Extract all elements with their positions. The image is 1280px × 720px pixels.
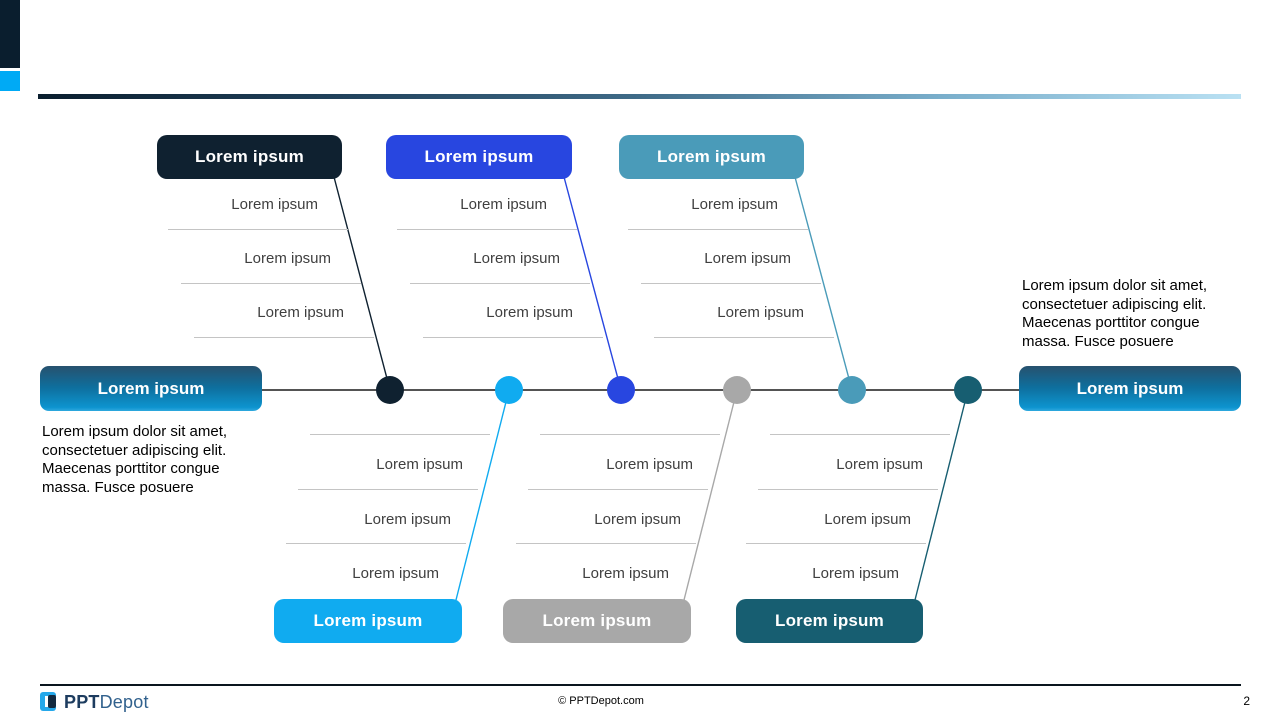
category-box-bottom-2: Lorem ipsum [503,599,691,643]
node-dot-1 [376,376,404,404]
brand-name: PPTDepot [64,692,149,713]
cause-row: Lorem ipsum [758,489,938,531]
description-left: Lorem ipsum dolor sit amet, consectetuer… [42,423,228,496]
category-box-top-2: Lorem ipsum [386,135,572,179]
node-dot-2 [495,376,523,404]
node-dot-4 [723,376,751,404]
cause-row: Lorem ipsum [746,543,926,585]
node-dot-5 [838,376,866,404]
cause-row: Lorem ipsum [298,489,478,531]
category-box-bottom-1: Lorem ipsum [274,599,462,643]
cause-row: Lorem ipsum [540,434,720,476]
cause-row: Lorem ipsum [410,250,590,284]
cause-row: Lorem ipsum [194,304,374,338]
cause-row: Lorem ipsum [168,196,348,230]
title-divider-gradient [38,94,1241,99]
category-box-top-3: Lorem ipsum [619,135,804,179]
cause-row: Lorem ipsum [423,304,603,338]
cause-row: Lorem ipsum [628,196,808,230]
description-right: Lorem ipsum dolor sit amet, consectetuer… [1022,277,1208,350]
cause-row: Lorem ipsum [770,434,950,476]
cause-row: Lorem ipsum [641,250,821,284]
cause-row: Lorem ipsum [528,489,708,531]
category-box-top-1: Lorem ipsum [157,135,342,179]
logo-navy-shape [48,695,56,708]
terminal-box-right: Lorem ipsum [1019,366,1241,411]
category-box-bottom-3: Lorem ipsum [736,599,923,643]
page-number: 2 [1243,694,1250,708]
terminal-box-left: Lorem ipsum [40,366,262,411]
node-dot-6 [954,376,982,404]
footer-divider [40,684,1241,686]
brand-name-bold: PPT [64,692,100,712]
cause-row: Lorem ipsum [286,543,466,585]
cause-row: Lorem ipsum [181,250,361,284]
accent-square-blue [0,71,20,91]
brand-name-light: Depot [99,692,149,712]
cause-row: Lorem ipsum [516,543,696,585]
cause-row: Lorem ipsum [310,434,490,476]
copyright-text: © PPTDepot.com [558,695,644,707]
cause-row: Lorem ipsum [397,196,577,230]
brand-logo-icon [40,692,60,712]
cause-row: Lorem ipsum [654,304,834,338]
accent-bar-dark [0,0,20,68]
node-dot-3 [607,376,635,404]
